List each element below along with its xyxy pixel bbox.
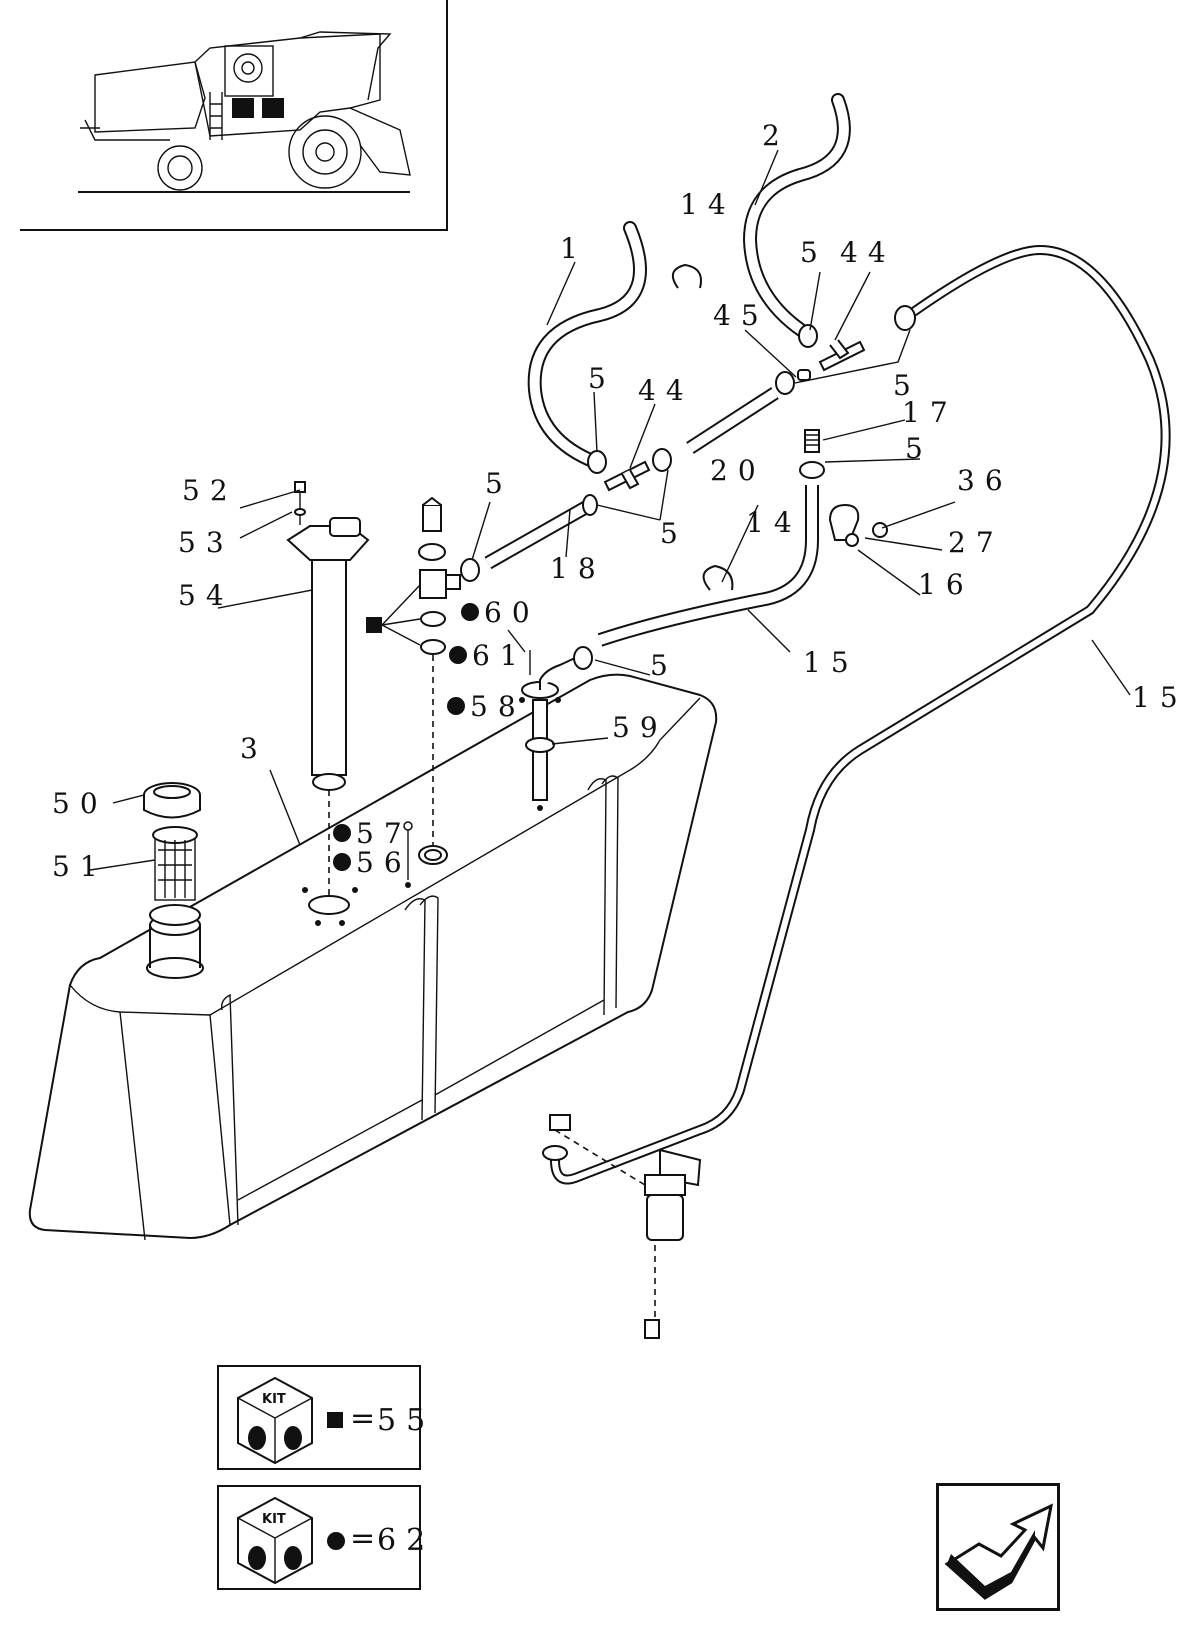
callout-1: 1 <box>560 232 588 265</box>
callout-5: 5 <box>588 362 616 395</box>
callout-45: 45 <box>713 299 769 332</box>
kit-equals: = <box>350 1401 385 1436</box>
kit-label: KIT <box>262 1512 286 1527</box>
kit-cube-icon: KIT <box>237 1376 313 1465</box>
fuel-filter <box>542 1114 702 1339</box>
callout-17: 17 <box>902 396 958 429</box>
fuel-tank <box>28 673 718 1241</box>
callout-27: 27 <box>948 526 1004 559</box>
kit-equals: = <box>350 1521 385 1556</box>
callout-51: 51 <box>52 850 108 883</box>
callout-53: 53 <box>178 526 234 559</box>
filler-cap <box>143 782 204 979</box>
callout-59: 59 <box>612 711 668 744</box>
callout-20: 20 <box>710 454 766 487</box>
callout-5: 5 <box>660 517 688 550</box>
kit-legend-55: KIT = 55 <box>217 1365 435 1470</box>
hose-1 <box>527 221 647 469</box>
hose-15 <box>597 485 819 647</box>
callout-5: 5 <box>893 369 921 402</box>
suction-pipe <box>403 650 576 888</box>
p-clip-16 <box>828 503 888 547</box>
page-turn-arrow-icon <box>944 1503 1054 1600</box>
tee-fittings <box>603 339 866 492</box>
callout-labels: 1 2 3 5 5 5 5 5 5 5 14 14 15 15 16 17 18… <box>52 119 1188 883</box>
callout-54: 54 <box>178 579 234 612</box>
kit-legend-62: KIT = 62 <box>217 1485 435 1590</box>
callout-15: 15 <box>1132 681 1188 714</box>
callout-44: 44 <box>840 236 896 269</box>
callout-61: 61 <box>472 639 528 672</box>
combine-harvester-icon <box>20 0 448 231</box>
leader-lines <box>89 149 1131 871</box>
callout-50: 50 <box>52 787 108 820</box>
hose-2 <box>742 93 851 343</box>
hose-20 <box>686 387 779 454</box>
callout-15: 15 <box>803 646 859 679</box>
callout-56: 56 <box>356 846 412 879</box>
callout-16: 16 <box>918 568 974 601</box>
return-pipe-15 <box>550 244 1171 1185</box>
callout-36: 36 <box>957 464 1013 497</box>
callout-3: 3 <box>240 732 268 765</box>
kit-label: KIT <box>262 1392 286 1407</box>
callout-60: 60 <box>484 596 540 629</box>
callout-5: 5 <box>485 467 513 500</box>
callout-14: 14 <box>746 506 802 539</box>
return-fitting-stack <box>366 496 461 865</box>
kit-value: 55 <box>377 1403 435 1438</box>
callout-44: 44 <box>638 374 694 407</box>
kit-value: 62 <box>377 1523 435 1558</box>
callout-14: 14 <box>680 188 736 221</box>
hose-18 <box>484 498 594 570</box>
level-sender <box>286 481 370 926</box>
callout-2: 2 <box>762 119 790 152</box>
callout-18: 18 <box>550 552 606 585</box>
callout-52: 52 <box>182 474 238 507</box>
callout-5: 5 <box>905 432 933 465</box>
next-page-button[interactable] <box>936 1483 1060 1611</box>
callout-58: 58 <box>470 690 526 723</box>
callout-57: 57 <box>356 817 412 850</box>
kit-cube-icon: KIT <box>237 1496 313 1585</box>
callout-5: 5 <box>800 236 828 269</box>
callout-5: 5 <box>650 649 678 682</box>
circlip-14 <box>671 263 734 591</box>
